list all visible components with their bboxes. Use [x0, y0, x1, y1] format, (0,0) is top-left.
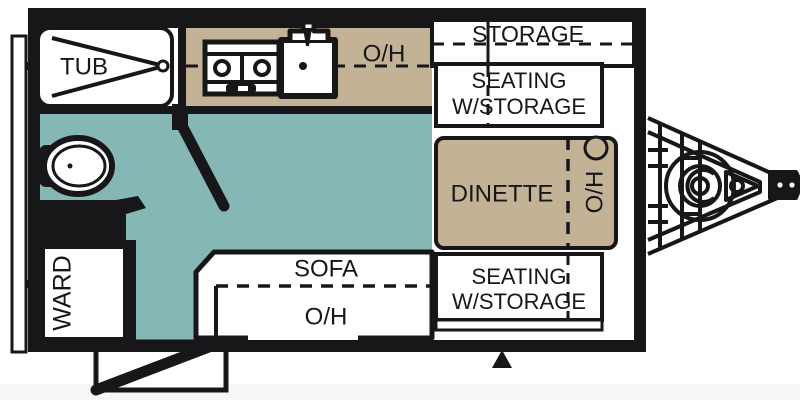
bathroom-door-swing-icon [172, 104, 230, 212]
room-label-seating-bottom-line2: W/STORAGE [452, 289, 586, 314]
room-wardrobe: WARD [40, 240, 136, 340]
room-seating-storage-top: SEATING W/STORAGE [434, 62, 604, 128]
room-label-wardrobe: WARD [49, 255, 77, 330]
shell-outline-overlay [28, 8, 646, 352]
room-sofa: SOFA O/H [193, 249, 435, 341]
window-icon-bottom-right [460, 332, 556, 341]
room-dinette: DINETTE O/H [434, 135, 618, 250]
window-icon-bottom-left [248, 334, 358, 342]
room-label-seating-top-line1: SEATING [472, 68, 567, 93]
room-label-storage: STORAGE [472, 21, 584, 47]
toilet-icon [39, 135, 115, 197]
wardrobe-right-wall [126, 240, 136, 340]
sink-faucet-icon [278, 19, 338, 99]
room-label-sofa: SOFA [294, 255, 358, 282]
axle-position-marker-icon [492, 350, 512, 368]
right-side-divider-lines [434, 20, 604, 332]
bathroom-partition-wall [40, 196, 146, 240]
room-label-dinette: DINETTE [451, 180, 554, 207]
room-tub: TUB [36, 20, 186, 114]
room-label-tub: TUB [60, 53, 108, 80]
room-label-dinette-overhead: O/H [581, 171, 608, 214]
room-storage: STORAGE [430, 18, 636, 68]
room-label-seating-bottom-line1: SEATING [472, 264, 567, 289]
table-pedestal-icon [583, 135, 609, 161]
room-label-kitchen-overhead: O/H [363, 40, 406, 67]
room-label-sofa-overhead: O/H [305, 303, 348, 330]
room-label-seating-top-line2: W/STORAGE [452, 94, 586, 119]
room-seating-storage-bottom: SEATING W/STORAGE [434, 252, 604, 322]
awning-rail-icon [10, 34, 33, 354]
windows-group [248, 332, 556, 342]
a-frame-hitch-icon [647, 116, 800, 256]
stove-burners-icon [202, 39, 282, 97]
